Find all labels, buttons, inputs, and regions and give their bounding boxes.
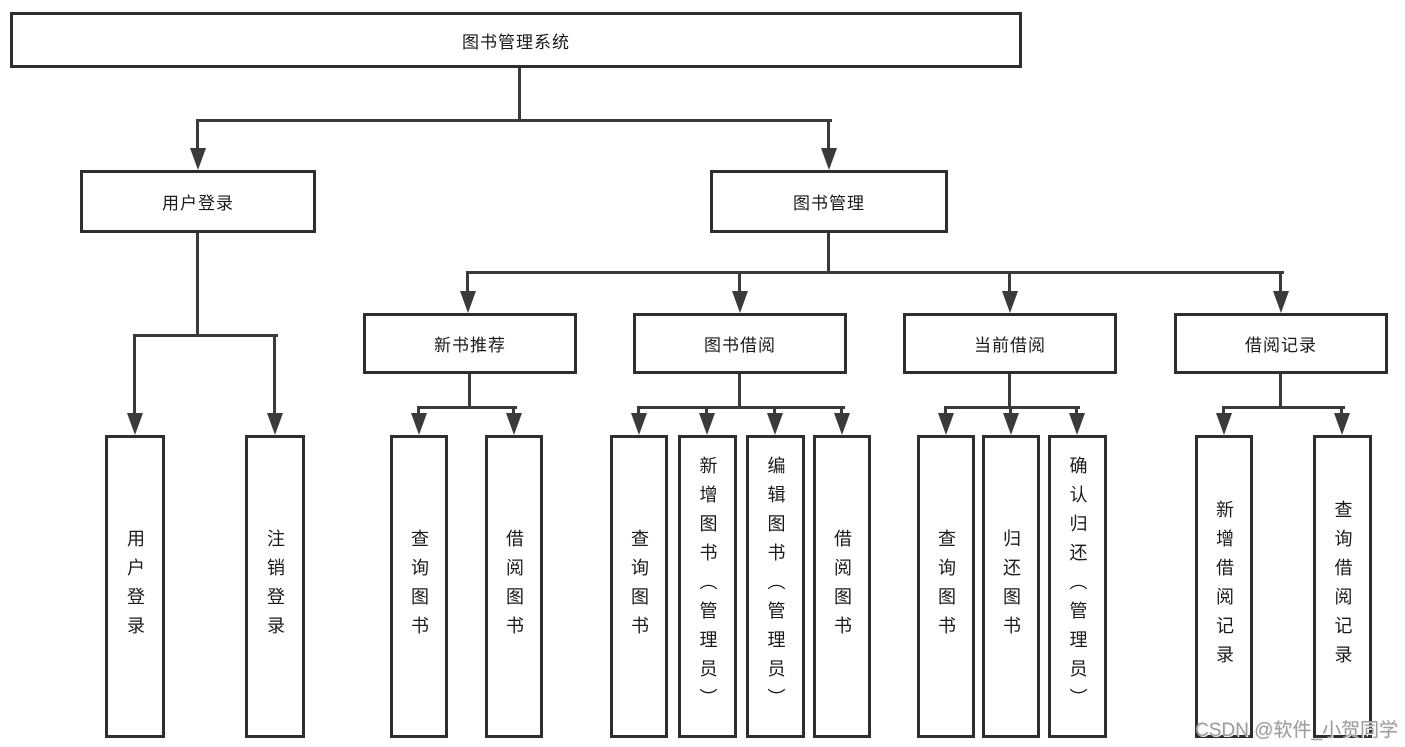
leaf-query-borrow-record: 查询借阅记录: [1313, 435, 1372, 738]
arrowhead-down-icon: [506, 413, 522, 435]
arrowhead-down-icon: [1273, 291, 1289, 313]
leaf-add-borrow-record: 新增借阅记录: [1195, 435, 1253, 738]
leaf-borrow-books-borrow: 借阅图书: [813, 435, 871, 738]
arrowhead-down-icon: [699, 413, 715, 435]
connector-line: [518, 68, 521, 121]
leaf-query-books-recommend: 查询图书: [390, 435, 448, 738]
node-library-management-system: 图书管理系统: [10, 12, 1022, 68]
arrowhead-down-icon: [631, 413, 647, 435]
node-current-borrowing: 当前借阅: [903, 313, 1117, 374]
node-book-management: 图书管理: [710, 170, 948, 233]
connector-line: [1222, 407, 1225, 415]
arrowhead-down-icon: [834, 413, 850, 435]
node-borrowing-records: 借阅记录: [1174, 313, 1388, 374]
leaf-return-books: 归还图书: [982, 435, 1040, 738]
connector-line: [1340, 407, 1343, 415]
leaf-logout-login: 注销登录: [245, 435, 305, 738]
connector-line: [637, 406, 845, 409]
arrowhead-down-icon: [127, 413, 143, 435]
connector-line: [738, 272, 741, 294]
connector-line: [637, 407, 640, 415]
connector-line: [512, 407, 515, 415]
connector-line: [738, 374, 741, 408]
connector-line: [273, 335, 276, 417]
arrowhead-down-icon: [1334, 413, 1350, 435]
connector-line: [944, 407, 947, 415]
connector-line: [840, 407, 843, 415]
connector-line: [417, 407, 420, 415]
connector-line: [1279, 374, 1282, 408]
arrowhead-down-icon: [1002, 291, 1018, 313]
connector-line: [133, 334, 278, 337]
connector-line: [1009, 407, 1012, 415]
connector-line: [1279, 272, 1282, 294]
connector-line: [196, 233, 199, 336]
arrowhead-down-icon: [460, 291, 476, 313]
leaf-confirm-return-admin: 确认归还（管理员）: [1048, 435, 1107, 738]
arrowhead-down-icon: [267, 413, 283, 435]
arrowhead-down-icon: [411, 413, 427, 435]
node-new-book-recommendation: 新书推荐: [363, 313, 577, 374]
arrowhead-down-icon: [938, 413, 954, 435]
connector-line: [1222, 406, 1345, 409]
arrowhead-down-icon: [1069, 413, 1085, 435]
connector-line: [1075, 407, 1078, 415]
connector-line: [133, 335, 136, 417]
node-user-login: 用户登录: [80, 170, 316, 233]
connector-line: [705, 407, 708, 415]
arrowhead-down-icon: [821, 148, 837, 170]
leaf-add-books-admin: 新增图书（管理员）: [678, 435, 737, 738]
leaf-edit-books-admin: 编辑图书（管理员）: [746, 435, 805, 738]
arrowhead-down-icon: [190, 148, 206, 170]
connector-line: [196, 119, 832, 122]
connector-line: [466, 272, 469, 294]
connector-line: [468, 374, 471, 408]
connector-line: [773, 407, 776, 415]
arrowhead-down-icon: [1216, 413, 1232, 435]
connector-line: [196, 120, 199, 152]
connector-line: [466, 271, 1284, 274]
connector-line: [827, 120, 830, 152]
connector-line: [417, 406, 517, 409]
arrowhead-down-icon: [1003, 413, 1019, 435]
arrowhead-down-icon: [732, 291, 748, 313]
leaf-query-books-borrow: 查询图书: [610, 435, 668, 738]
arrowhead-down-icon: [767, 413, 783, 435]
leaf-user-login: 用户登录: [105, 435, 165, 738]
node-book-borrowing: 图书借阅: [633, 313, 847, 374]
connector-line: [1008, 272, 1011, 294]
leaf-borrow-books-recommend: 借阅图书: [485, 435, 543, 738]
connector-line: [944, 406, 1080, 409]
connector-line: [1008, 374, 1011, 408]
watermark-csdn: CSDN @软件_小贺同学: [1195, 720, 1398, 741]
connector-line: [827, 233, 830, 274]
leaf-query-books-current: 查询图书: [917, 435, 975, 738]
